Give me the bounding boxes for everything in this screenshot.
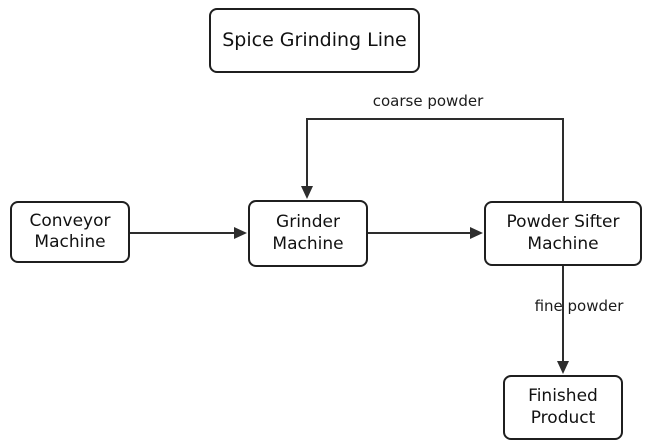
edge-conveyor-to-grinder — [130, 227, 247, 239]
node-conveyor-machine: Conveyor Machine — [10, 201, 130, 263]
arrowhead-icon — [301, 186, 313, 199]
arrowhead-icon — [470, 227, 483, 239]
node-title-spice-grinding-line: Spice Grinding Line — [209, 8, 420, 73]
node-finished-product: Finished Product — [503, 375, 623, 440]
edge-label-coarse-powder: coarse powder — [372, 92, 484, 110]
edge-sifter-to-grinder — [301, 118, 564, 201]
arrowhead-icon — [557, 361, 569, 374]
node-grinder-machine: Grinder Machine — [248, 200, 368, 267]
arrowhead-icon — [234, 227, 247, 239]
node-powder-sifter-machine: Powder Sifter Machine — [484, 201, 642, 266]
edge-sifter-to-finished — [557, 266, 569, 374]
edge-grinder-to-sifter — [368, 227, 483, 239]
edge-label-fine-powder: fine powder — [534, 297, 624, 315]
